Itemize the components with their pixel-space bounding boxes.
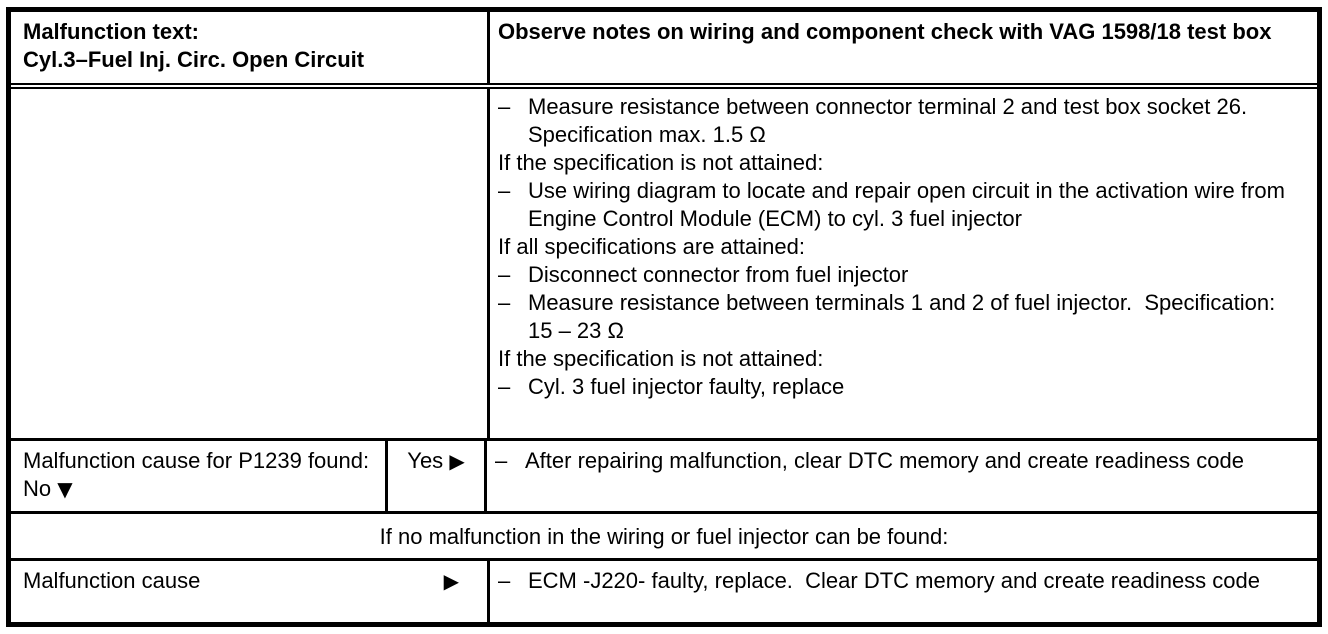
step-text: If the specification is not attained: <box>498 150 824 175</box>
p1239-result-cell: – After repairing malfunction, clear DTC… <box>487 441 1317 511</box>
step-text: Use wiring diagram to locate and repair … <box>528 178 1292 231</box>
step-text: Cyl. 3 fuel injector faulty, replace <box>528 374 845 399</box>
dash-marker: – <box>498 94 511 119</box>
malfunction-text-label: Malfunction text: <box>23 19 199 44</box>
p1239-cause-text: Malfunction cause for P1239 found: No <box>23 448 376 501</box>
procedure-steps: – Measure resistance between connector t… <box>490 89 1317 438</box>
final-row: Malfunction cause ▶ – ECM -J220- faulty,… <box>11 561 1317 622</box>
header-note-cell: Observe notes on wiring and component ch… <box>490 12 1317 83</box>
dash-marker: – <box>498 178 511 203</box>
final-cause-cell: Malfunction cause ▶ <box>11 561 490 622</box>
p1239-row: Malfunction cause for P1239 found: No ▼ … <box>11 441 1317 514</box>
procedure-row: – Measure resistance between connector t… <box>11 89 1317 441</box>
dash-marker: – <box>498 374 511 399</box>
procedure-step: – Use wiring diagram to locate and repai… <box>498 177 1303 233</box>
procedure-empty-cell <box>11 89 490 438</box>
final-result-cell: – ECM -J220- faulty, replace. Clear DTC … <box>490 561 1317 622</box>
diagnostic-table: Malfunction text: Cyl.3–Fuel Inj. Circ. … <box>6 7 1322 627</box>
malfunction-text-cell: Malfunction text: Cyl.3–Fuel Inj. Circ. … <box>11 12 490 83</box>
procedure-step: If all specifications are attained: <box>498 233 1303 261</box>
condition-text: If no malfunction in the wiring or fuel … <box>379 524 949 549</box>
yes-label: Yes <box>407 448 450 473</box>
step-text: After repairing malfunction, clear DTC m… <box>525 448 1244 473</box>
step-text: If all specifications are attained: <box>498 234 805 259</box>
step-text: ECM -J220- faulty, replace. Clear DTC me… <box>528 568 1260 593</box>
procedure-step: If the specification is not attained: <box>498 149 1303 177</box>
step-text: Disconnect connector from fuel injector <box>528 262 909 287</box>
header-row: Malfunction text: Cyl.3–Fuel Inj. Circ. … <box>11 12 1317 89</box>
right-arrow-icon: ▶ <box>443 569 459 593</box>
dash-marker: – <box>498 568 511 593</box>
result-step: – After repairing malfunction, clear DTC… <box>495 447 1303 475</box>
procedure-step: – Disconnect connector from fuel injecto… <box>498 261 1303 289</box>
procedure-step: – Cyl. 3 fuel injector faulty, replace <box>498 373 1303 401</box>
procedure-step: – Measure resistance between connector t… <box>498 93 1303 149</box>
procedure-step: If the specification is not attained: <box>498 345 1303 373</box>
right-arrow-icon: ▶ <box>449 449 465 473</box>
dash-marker: – <box>498 290 511 315</box>
p1239-cause-cell: Malfunction cause for P1239 found: No ▼ <box>11 441 388 511</box>
result-step: – ECM -J220- faulty, replace. Clear DTC … <box>498 567 1303 595</box>
procedure-step: – Measure resistance between terminals 1… <box>498 289 1303 345</box>
step-text: If the specification is not attained: <box>498 346 824 371</box>
down-arrow-icon: ▼ <box>57 477 73 501</box>
final-cause-label: Malfunction cause <box>23 568 201 593</box>
p1239-yes-cell: Yes ▶ <box>388 441 487 511</box>
step-text: Measure resistance between terminals 1 a… <box>528 290 1282 343</box>
header-note: Observe notes on wiring and component ch… <box>498 19 1272 44</box>
condition-row: If no malfunction in the wiring or fuel … <box>11 514 1317 561</box>
step-text: Measure resistance between connector ter… <box>528 94 1260 147</box>
malfunction-title: Cyl.3–Fuel Inj. Circ. Open Circuit <box>23 47 365 72</box>
dash-marker: – <box>498 262 511 287</box>
dash-marker: – <box>495 448 508 473</box>
